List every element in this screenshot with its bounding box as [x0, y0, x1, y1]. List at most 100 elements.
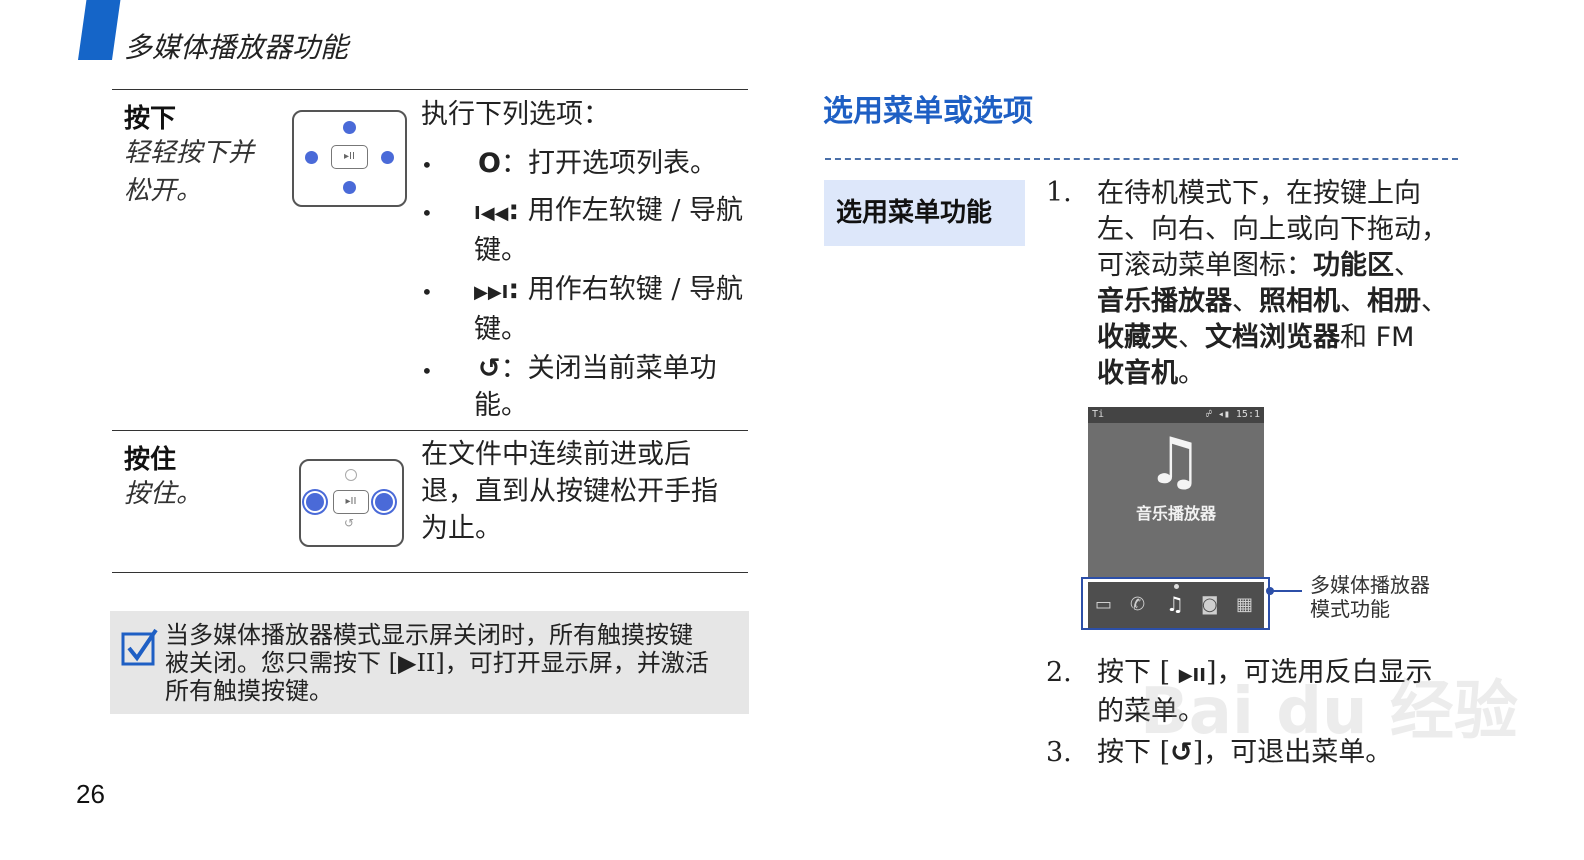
status-right: ☍ ◂▮ 15:1 [1205, 409, 1260, 420]
navpad-right-active-icon [375, 493, 393, 511]
step1-text-run: 、 [1421, 286, 1448, 317]
navpad-up-dot-icon [343, 121, 356, 134]
note-box [110, 611, 749, 714]
navpad-up-empty-icon [345, 469, 357, 481]
phone-menu-strip [1088, 582, 1264, 628]
phone-screen-label: 音乐播放器 [1135, 504, 1216, 523]
bullet-text: 用作左软键 / 导航 [527, 195, 744, 226]
section-title: 选用菜单或选项 [823, 94, 1033, 129]
step1-text-run: 。 [1178, 358, 1205, 389]
step3-text-run: 按下 [ [1097, 737, 1171, 768]
phone-call-icon: ✆ [1130, 594, 1146, 615]
navpad-center-play-icon: ▸II [331, 145, 368, 169]
callout-line-text: 多媒体播放器 [1310, 573, 1430, 597]
side-label: 选用菜单功能 [836, 198, 993, 228]
bullet-text: 用作右软键 / 导航 [527, 274, 744, 305]
menu-item-radio: 收音机 [1097, 358, 1178, 389]
menu-item-music-player: 音乐播放器 [1097, 286, 1232, 317]
menu-item-favorites: 收藏夹 [1097, 322, 1178, 353]
navpad-left-dot-icon [305, 151, 318, 164]
row2-key-name: 按住 [124, 445, 177, 475]
menu-item-camera: 照相机 [1259, 286, 1340, 317]
strip-highlight-frame [1081, 577, 1270, 630]
step-number: 1. [1046, 177, 1072, 208]
step-number: 3. [1046, 737, 1072, 768]
note-line: 所有触摸按键。 [165, 677, 333, 705]
checkmark-icon [121, 628, 159, 666]
bullet-sep: : [508, 195, 520, 226]
menu-item-functions: 功能区 [1313, 250, 1394, 281]
circle-key-icon: O [478, 148, 501, 179]
row2-text-line: 在文件中连续前进或后 [421, 439, 691, 470]
step1-line: 在待机模式下，在按键上向 [1097, 178, 1421, 209]
rewind-icon: I◀◀ [474, 203, 509, 224]
bullet-sep: ： [500, 148, 528, 179]
row1-desc-line: 松开。 [124, 176, 203, 206]
phone-status-bar: Ti ☍ ◂▮ 15:1 [1088, 407, 1264, 423]
camera-icon: ◙ [1201, 594, 1219, 615]
step1-text-run: 、 [1232, 286, 1259, 317]
music-note-icon: ♫ [1146, 425, 1204, 499]
menu-item-document-browser: 文档浏览器 [1205, 322, 1340, 353]
back-key-icon: ↺ [478, 353, 501, 384]
bullet-text: 打开选项列表。 [527, 148, 717, 179]
signal-icon: Ti [1092, 409, 1105, 420]
step3-text-run: ]，可退出菜单。 [1192, 737, 1393, 768]
step1-line: 左、向右、向上或向下拖动， [1097, 214, 1448, 245]
section-divider [825, 158, 1458, 160]
step2-line: 的菜单。 [1097, 696, 1205, 727]
radio-icon: ▭ [1095, 594, 1113, 615]
callout-line [1270, 590, 1302, 592]
row1-key-name: 按下 [124, 104, 177, 134]
bullet-item-options: O：打开选项列表。 [478, 145, 717, 182]
bullet-icon: • [421, 359, 433, 383]
bullet-item-right-softkey: ▶▶I: 用作右软键 / 导航 键。 [474, 271, 754, 348]
navpad-down-dot-icon [343, 181, 356, 194]
chapter-title: 多媒体播放器功能 [124, 31, 349, 64]
bullet-icon: • [421, 280, 433, 304]
side-label-box [824, 180, 1025, 246]
step1-text-run: 、 [1340, 286, 1367, 317]
table-mid-rule [112, 430, 748, 431]
bullet-sep: : [508, 274, 520, 305]
navpad-left-active-icon [306, 493, 324, 511]
strip-highlight-dot-icon [1174, 584, 1179, 589]
row2-text-line: 退，直到从按键松开手指 [421, 476, 718, 507]
callout-line-text: 模式功能 [1310, 597, 1390, 621]
callout-label: 多媒体播放器 模式功能 [1310, 573, 1430, 621]
navpad-back-icon: ↺ [344, 516, 355, 530]
baidu-watermark: Bai du 经验 [1140, 675, 1518, 749]
back-key-icon: ↺ [1170, 737, 1193, 768]
page-number: 26 [76, 779, 105, 809]
bullet-item-left-softkey: I◀◀: 用作左软键 / 导航 键。 [474, 192, 754, 269]
row1-desc-line: 轻轻按下并 [124, 138, 255, 168]
step1-text-run: 可滚动菜单图标： [1097, 250, 1313, 281]
bullet-text-cont: 键。 [474, 235, 528, 266]
step3-text: 按下 [↺]，可退出菜单。 [1097, 735, 1392, 771]
step1-text: 在待机模式下，在按键上向 左、向右、向上或向下拖动， 可滚动菜单图标：功能区、 … [1097, 176, 1477, 392]
bullet-icon: • [421, 153, 433, 177]
bullet-text: 关闭当前菜单功 [527, 353, 717, 384]
step1-text-run: 、 [1394, 250, 1421, 281]
fast-forward-icon: ▶▶I [474, 282, 509, 303]
bullet-sep: ： [500, 353, 528, 384]
play-pause-icon: ▶II [1178, 665, 1206, 686]
row1-key-desc: 轻轻按下并 松开。 [124, 134, 284, 210]
navpad-center-play-icon: ▸II [333, 490, 369, 514]
step2-text-run: ]，可选用反白显示 [1205, 657, 1433, 688]
row2-text-line: 为止。 [421, 513, 502, 544]
step1-text-run: 、 [1178, 322, 1205, 353]
step2-text: 按下 [ ▶II]，可选用反白显示 的菜单。 [1097, 655, 1477, 730]
row2-key-desc: 按住。 [124, 479, 203, 509]
note-line: 当多媒体播放器模式显示屏关闭时，所有触摸按键 [165, 621, 693, 649]
note-line: 被关闭。您只需按下 [▶II]，可打开显示屏，并激活 [165, 649, 709, 677]
table-bottom-rule [112, 572, 748, 573]
bullet-text-cont: 键。 [474, 314, 528, 345]
table-top-rule [112, 89, 748, 90]
note-text: 当多媒体播放器模式显示屏关闭时，所有触摸按键 被关闭。您只需按下 [▶II]，可… [165, 621, 735, 705]
menu-item-album: 相册 [1367, 286, 1421, 317]
phone-screen [1088, 407, 1264, 579]
bullet-item-close-menu: ↺：关闭当前菜单功 能。 [474, 350, 754, 424]
step1-text-run: 和 FM [1340, 322, 1415, 353]
bullet-text-cont: 能。 [474, 390, 528, 421]
